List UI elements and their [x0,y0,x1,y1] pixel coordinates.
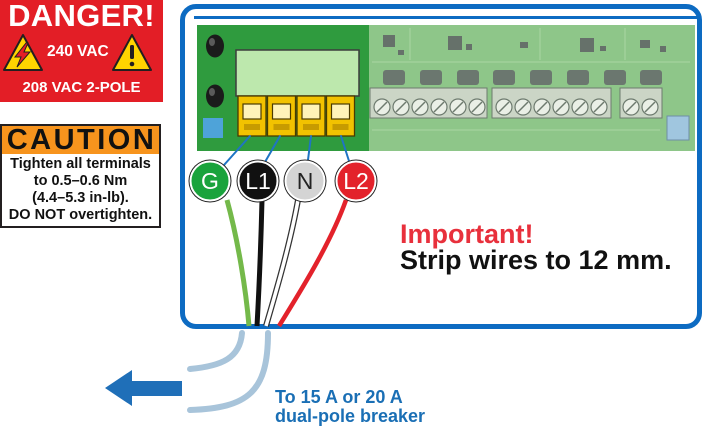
caution-line: to 0.5–0.6 Nm [33,173,128,189]
relay [383,70,405,85]
arrow-left-icon [105,370,182,406]
lead-g [223,135,251,166]
wire-label-l2: L2 [334,159,378,203]
screw-slots [376,101,656,113]
breaker-cables [187,330,271,413]
wire-label-badge [284,160,326,202]
warning-icon [112,34,152,71]
relay [493,70,515,85]
caution-body: Tighten all terminals to 0.5–0.6 Nm (4.4… [2,154,159,226]
relay [420,70,442,85]
lead-l2 [340,135,350,162]
danger-sign: DANGER! 240 VAC 208 VAC 2-POLE [0,0,163,102]
l2-wire [277,199,349,328]
important-heading: Important! [400,219,534,249]
terminal-strip [491,87,612,119]
danger-voltage: 240 VAC [47,43,109,60]
chip [383,35,395,47]
relay [530,70,552,85]
board-relays [383,70,662,85]
board-indicator [666,115,690,141]
chip [600,46,606,51]
wire-label-text: L2 [343,168,369,194]
chip [448,36,462,50]
l1-wire [254,199,265,327]
lead-l1 [264,135,281,163]
slot [498,101,605,113]
relay [640,70,662,85]
terminal-screw [237,95,267,137]
capacitor-highlight [209,88,215,96]
chip [520,42,528,48]
caution-line: DO NOT overtighten. [8,207,153,223]
slot [376,101,483,113]
board-chips [383,35,666,55]
capacitor [206,34,224,58]
caution-title: CAUTION [2,126,159,154]
relay [457,70,479,85]
lead-n [307,135,312,161]
board-indicator [203,118,223,138]
io-terminal-strips [369,87,663,119]
wire-label-text: N [297,168,314,194]
ground-wire [224,199,252,327]
high-voltage-icon [3,34,43,71]
wire-label-n: N [283,159,327,203]
caution-sign: CAUTION Tighten all terminals to 0.5–0.6… [0,124,161,228]
terminal-leads [223,135,350,166]
chip [580,38,594,52]
chip [660,46,666,52]
slot [625,101,656,113]
wire-label-l1: L1 [236,159,280,203]
breaker-label-line: To 15 A or 20 A [275,387,403,407]
chip [466,44,472,50]
neutral-wire [264,199,300,327]
caution-line: Tighten all terminals [10,156,151,172]
wire-label-g: G [188,159,232,203]
cable-lower [187,330,271,413]
terminal-screw [325,95,356,137]
circuit-board [197,25,695,151]
breaker-label-line: dual-pole breaker [275,406,426,426]
supply-wires [224,199,349,328]
chip [398,50,404,55]
wire-label-badge [189,160,231,202]
cable-upper [187,330,245,372]
terminal-screw [266,95,297,137]
board-traces [372,28,690,131]
wire-label-text: L1 [245,168,271,194]
strip-length-note: Strip wires to 12 mm. [400,245,672,275]
relay [604,70,626,85]
chip [640,40,650,48]
caution-line: (4.4–5.3 in-lb). [32,190,129,206]
wire-label-badge [237,160,279,202]
wire-label-badge [335,160,377,202]
capacitor [206,84,224,108]
danger-title: DANGER! [8,0,155,33]
danger-pole: 208 VAC 2-POLE [22,79,141,96]
enclosure-lid-seam [194,16,697,19]
capacitor-highlight [209,38,215,46]
terminal-screw [296,95,326,137]
wire-label-text: G [201,168,219,194]
relay [567,70,589,85]
terminal-block-housing [235,49,360,97]
